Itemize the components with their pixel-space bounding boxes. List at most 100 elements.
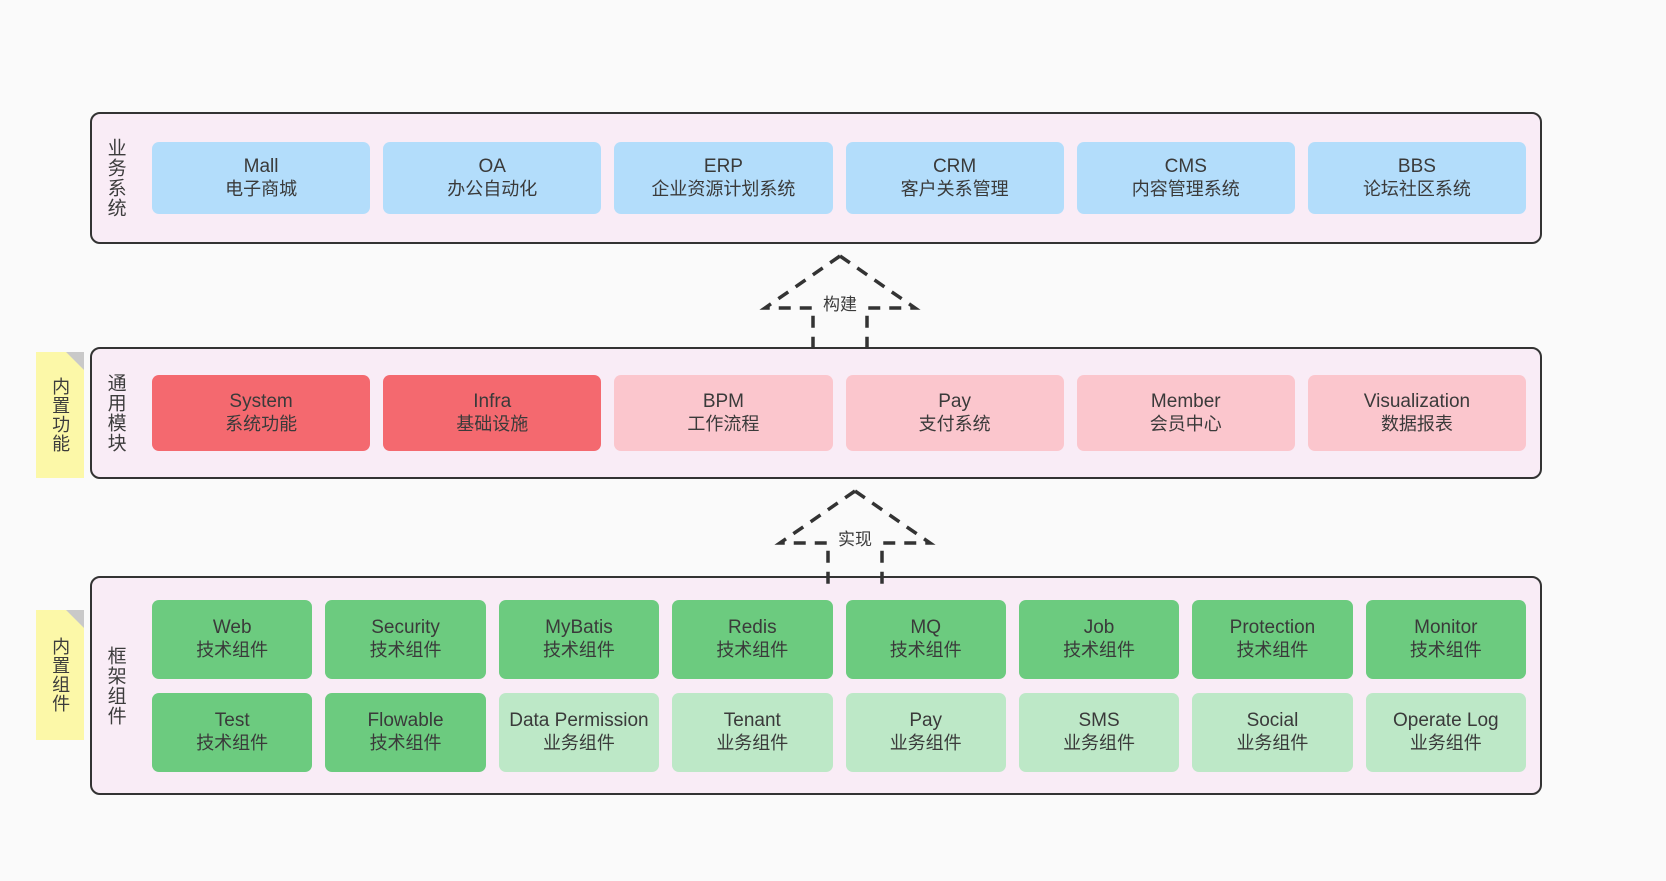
sticky-note-label: 内置功能 — [50, 377, 71, 453]
card-title-en: Flowable — [367, 709, 444, 731]
card-member[interactable]: Member 会员中心 — [1076, 375, 1295, 451]
card-sms[interactable]: SMS 业务组件 — [1018, 692, 1180, 772]
card-title-cn: 技术组件 — [542, 639, 615, 660]
card-protection[interactable]: Protection 技术组件 — [1192, 599, 1353, 679]
card-title-en: CMS — [1164, 155, 1207, 177]
card-cms[interactable]: CMS 内容管理系统 — [1076, 142, 1295, 214]
card-mall[interactable]: Mall 电子商城 — [152, 142, 371, 214]
card-title-cn: 客户关系管理 — [900, 178, 1009, 199]
card-data-permission[interactable]: Data Permission 业务组件 — [498, 692, 660, 772]
card-title-cn: 工作流程 — [687, 413, 760, 434]
card-row: Mall 电子商城 OA 办公自动化 ERP 企业资源计划系统 CRM 客户关系… — [152, 142, 1527, 214]
card-title-cn: 数据报表 — [1380, 413, 1453, 434]
layer-label-common-module: 通用模块 — [104, 373, 126, 453]
card-title-en: Data Permission — [509, 709, 649, 731]
sticky-note-label: 内置组件 — [50, 637, 71, 713]
card-title-cn: 系统功能 — [225, 413, 298, 434]
card-title-en: Social — [1246, 709, 1299, 731]
card-title-en: ERP — [703, 155, 743, 177]
card-title-en: Redis — [728, 616, 777, 638]
card-title-cn: 办公自动化 — [447, 178, 538, 199]
layer-common-module[interactable]: 通用模块 System 系统功能 Infra 基础设施 BPM 工作流程 Pay… — [90, 347, 1542, 479]
card-oa[interactable]: OA 办公自动化 — [383, 142, 602, 214]
card-erp[interactable]: ERP 企业资源计划系统 — [614, 142, 833, 214]
card-title-en: Web — [212, 616, 252, 638]
card-job[interactable]: Job 技术组件 — [1018, 599, 1180, 679]
card-title-en: SMS — [1078, 709, 1120, 731]
connector-label-implement: 实现 — [835, 525, 875, 550]
card-title-en: Monitor — [1414, 616, 1478, 638]
card-title-en: Visualization — [1363, 390, 1471, 412]
card-bpm[interactable]: BPM 工作流程 — [614, 375, 833, 451]
card-system[interactable]: System 系统功能 — [152, 375, 371, 451]
card-title-cn: 技术组件 — [196, 732, 269, 753]
card-title-en: MQ — [910, 616, 941, 638]
card-test[interactable]: Test 技术组件 — [152, 692, 313, 772]
layer-business-system[interactable]: 业务系统 Mall 电子商城 OA 办公自动化 ERP 企业资源计划系统 CRM… — [90, 112, 1542, 244]
card-web[interactable]: Web 技术组件 — [152, 599, 313, 679]
card-title-cn: 技术组件 — [1236, 639, 1309, 660]
card-title-cn: 企业资源计划系统 — [651, 178, 796, 199]
card-title-en: OA — [478, 155, 506, 177]
card-title-cn: 技术组件 — [1063, 639, 1136, 660]
card-title-en: BPM — [702, 390, 745, 412]
card-title-en: BBS — [1397, 155, 1436, 177]
card-title-cn: 业务组件 — [1409, 732, 1482, 753]
card-title-en: Tenant — [723, 709, 781, 731]
layer-body-business-system: Mall 电子商城 OA 办公自动化 ERP 企业资源计划系统 CRM 客户关系… — [138, 114, 1540, 242]
folded-corner-icon — [66, 352, 84, 370]
card-infra[interactable]: Infra 基础设施 — [383, 375, 602, 451]
card-title-en: Pay — [909, 709, 943, 731]
card-title-cn: 业务组件 — [716, 732, 789, 753]
card-pay[interactable]: Pay 支付系统 — [845, 375, 1064, 451]
dashed-arrow-icon — [774, 489, 936, 585]
card-title-cn: 业务组件 — [889, 732, 962, 753]
card-visualization[interactable]: Visualization 数据报表 — [1307, 375, 1527, 451]
card-title-cn: 基础设施 — [456, 413, 529, 434]
card-social[interactable]: Social 业务组件 — [1192, 692, 1353, 772]
layer-framework-component[interactable]: 框架组件 Web 技术组件 Security 技术组件 MyBatis 技术组件… — [90, 576, 1542, 795]
card-title-en: Mall — [243, 155, 279, 177]
card-title-cn: 技术组件 — [369, 639, 442, 660]
card-title-en: CRM — [932, 155, 977, 177]
card-flowable[interactable]: Flowable 技术组件 — [325, 692, 486, 772]
card-title-cn: 技术组件 — [369, 732, 442, 753]
card-title-cn: 技术组件 — [889, 639, 962, 660]
card-title-cn: 业务组件 — [542, 732, 615, 753]
card-operate-log[interactable]: Operate Log 业务组件 — [1365, 692, 1526, 772]
card-title-en: Job — [1083, 616, 1115, 638]
layer-label-business-system: 业务系统 — [104, 138, 126, 218]
sticky-note-builtin-components[interactable]: 内置组件 — [36, 610, 84, 740]
card-title-cn: 技术组件 — [1409, 639, 1482, 660]
card-bbs[interactable]: BBS 论坛社区系统 — [1307, 142, 1527, 214]
card-tenant[interactable]: Tenant 业务组件 — [672, 692, 833, 772]
card-redis[interactable]: Redis 技术组件 — [672, 599, 833, 679]
card-title-cn: 内容管理系统 — [1131, 178, 1240, 199]
card-title-en: Protection — [1229, 616, 1316, 638]
sticky-note-builtin-features[interactable]: 内置功能 — [36, 352, 84, 478]
card-title-cn: 会员中心 — [1149, 413, 1222, 434]
card-title-en: Test — [214, 709, 250, 731]
card-crm[interactable]: CRM 客户关系管理 — [845, 142, 1064, 214]
card-monitor[interactable]: Monitor 技术组件 — [1365, 599, 1526, 679]
card-title-cn: 业务组件 — [1063, 732, 1136, 753]
folded-corner-icon — [66, 610, 84, 628]
card-title-en: MyBatis — [545, 616, 613, 638]
card-title-cn: 电子商城 — [225, 178, 298, 199]
card-title-en: Member — [1150, 390, 1221, 412]
connector-implement: 实现 — [770, 485, 940, 585]
card-pay-business[interactable]: Pay 业务组件 — [845, 692, 1006, 772]
card-title-en: Infra — [473, 390, 512, 412]
card-title-cn: 技术组件 — [196, 639, 269, 660]
connector-label-build: 构建 — [820, 290, 860, 315]
card-title-en: Security — [371, 616, 440, 638]
card-mybatis[interactable]: MyBatis 技术组件 — [498, 599, 660, 679]
card-row: Web 技术组件 Security 技术组件 MyBatis 技术组件 Redi… — [152, 599, 1526, 679]
card-title-cn: 支付系统 — [918, 413, 991, 434]
card-title-en: Operate Log — [1392, 709, 1499, 731]
card-mq[interactable]: MQ 技术组件 — [845, 599, 1006, 679]
layer-body-common-module: System 系统功能 Infra 基础设施 BPM 工作流程 Pay 支付系统… — [138, 349, 1540, 477]
card-security[interactable]: Security 技术组件 — [325, 599, 486, 679]
card-row: System 系统功能 Infra 基础设施 BPM 工作流程 Pay 支付系统… — [152, 375, 1527, 451]
